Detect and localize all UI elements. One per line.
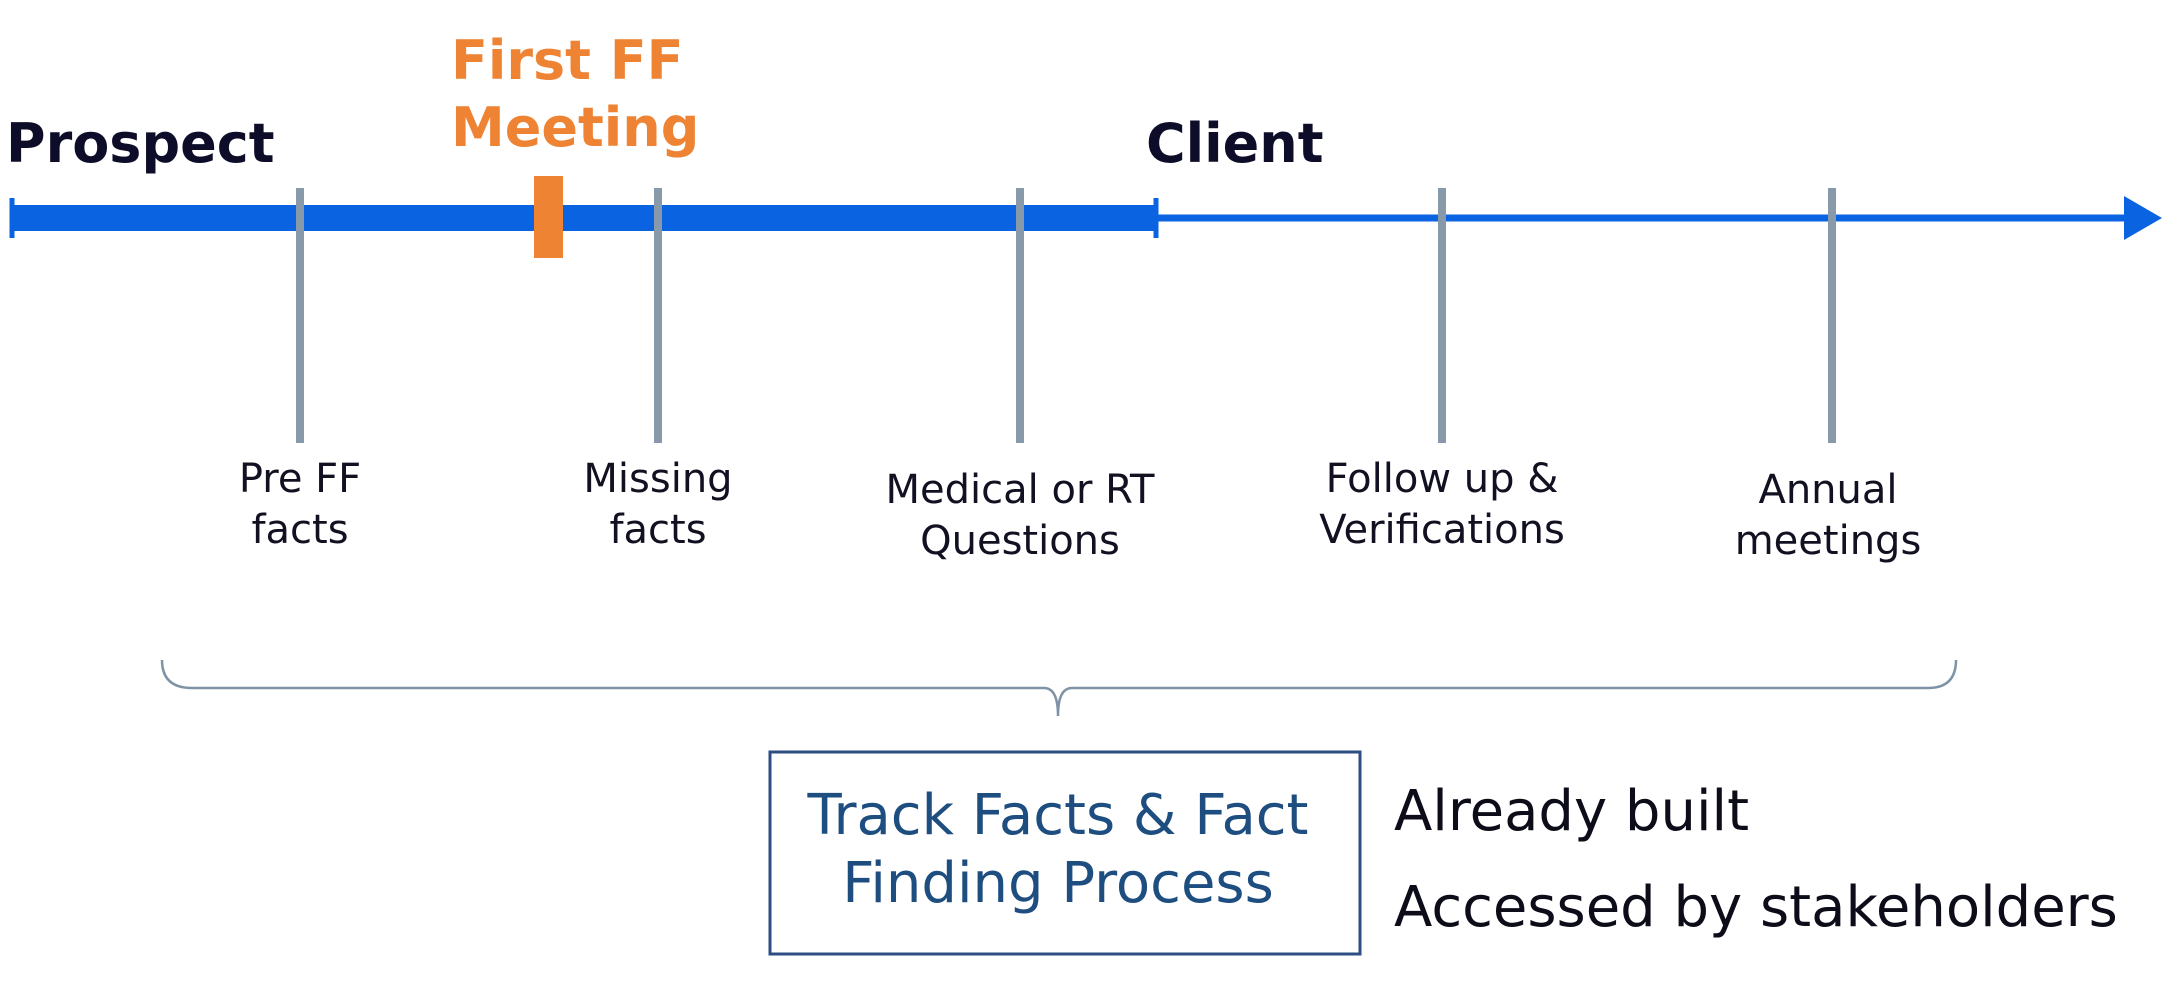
milestone-pre-ff-line1: Pre FF [239, 456, 361, 502]
first-meeting-label-line2: Meeting [451, 96, 699, 159]
first-meeting-label-line1: First FF [451, 29, 684, 92]
first-meeting-marker [534, 176, 563, 258]
process-box-line1: Track Facts & Fact [806, 783, 1308, 848]
timeline-arrow-head [2124, 196, 2162, 240]
milestone-medical-line1: Medical or RT [886, 467, 1155, 513]
note-accessed-by-stakeholders: Accessed by stakeholders [1394, 875, 2118, 940]
milestone-missing-line1: Missing [583, 456, 732, 502]
stage-label-client: Client [1146, 112, 1324, 175]
timeline-prospect-bar [12, 205, 1156, 231]
process-box-line2: Finding Process [842, 851, 1274, 916]
note-already-built: Already built [1394, 779, 1749, 844]
process-box [768, 750, 1362, 956]
stage-label-prospect: Prospect [6, 112, 275, 175]
milestone-follow-up-line2: Verifications [1319, 507, 1565, 553]
milestone-annual-line2: meetings [1735, 518, 1922, 564]
milestone-missing-line2: facts [609, 507, 706, 553]
milestone-annual-line1: Annual [1758, 467, 1897, 513]
milestone-follow-up-line1: Follow up & [1326, 456, 1559, 502]
milestone-pre-ff-line2: facts [251, 507, 348, 553]
milestone-group-brace [160, 659, 1958, 717]
milestone-medical-line2: Questions [920, 518, 1120, 564]
